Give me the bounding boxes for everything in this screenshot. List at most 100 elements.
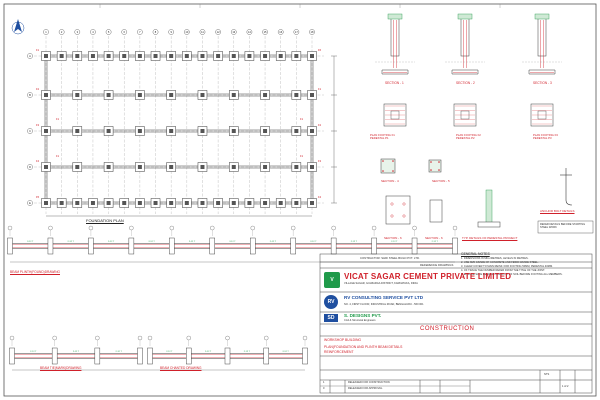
pedestal (263, 93, 268, 97)
beam-callout: 2-12 T (391, 241, 398, 243)
footing-mark: F1 (318, 87, 322, 91)
rebar-dot (382, 160, 384, 162)
support-column (88, 237, 94, 255)
reference-drawings-header: REFERENCE DRAWINGS (420, 263, 454, 267)
beam-callout: 2-12 T (148, 241, 155, 243)
pedestal-section (537, 17, 547, 57)
footing-mark: F4 (36, 159, 40, 163)
rebar-dot (438, 169, 440, 171)
support-column (51, 347, 58, 365)
pedestal (263, 129, 268, 133)
note-line: 4. OF TRACE THE NUMBER REFER FROM THE TI… (461, 269, 546, 273)
grid-bubble (184, 29, 190, 35)
anchor-bolt (402, 214, 406, 218)
footing-mark: F1 (56, 154, 60, 158)
pedestal (122, 54, 127, 58)
grid-label: 17 (295, 30, 298, 34)
pedestal (200, 129, 205, 133)
general-notes-title: GENERAL NOTES (461, 252, 490, 256)
grid-label: 10 (185, 30, 188, 34)
pedestal (75, 129, 80, 133)
grid-label: 15 (264, 30, 267, 34)
anchor-bolt (390, 202, 394, 206)
note-line: 2. USE M25 GRADE OF CONCRETE AND FE500 G… (461, 261, 539, 265)
footing-mark: F1 (300, 154, 304, 158)
beam-callout: 2-12 T (108, 241, 115, 243)
grid-bubble (291, 225, 296, 231)
pedestal (90, 201, 95, 205)
pedestal (59, 54, 64, 58)
pedestal (294, 129, 299, 133)
pedestal (153, 54, 158, 58)
grid-bubble (137, 29, 143, 35)
pedestal (137, 129, 142, 133)
pedestal (200, 93, 205, 97)
north-arrow-icon (11, 19, 25, 35)
pedestal (294, 54, 299, 58)
grid-bubble (186, 335, 191, 341)
pedestal (75, 201, 80, 205)
pedestal (169, 129, 174, 133)
grid-label: 5 (108, 30, 110, 34)
section-4-label: SECTION - 4 (381, 179, 399, 183)
support-column (330, 237, 337, 255)
support-column (169, 237, 175, 255)
pedestal (278, 54, 283, 58)
beam-callout: 2-12 T (229, 241, 236, 243)
pedestal (216, 201, 221, 205)
section-details (375, 13, 594, 234)
pedestal (44, 93, 48, 97)
grid-bubble (121, 29, 128, 35)
beam-callout: 2-12 T (189, 241, 196, 243)
pedestal (310, 201, 314, 205)
designer-logo-icon: SD (324, 314, 338, 322)
sheet-number: 1 of 2 (562, 385, 569, 388)
pedestal (106, 54, 111, 58)
designer-name: S. DESIGNS PVT. (344, 313, 382, 318)
footing-mark: F3 (36, 123, 40, 127)
grid-bubble (52, 335, 57, 341)
pedestal (153, 201, 158, 205)
grid-bubble (105, 29, 112, 35)
pedestal (90, 54, 95, 58)
pedestal (200, 201, 205, 205)
grid-bubble (230, 29, 237, 35)
support-column (411, 237, 418, 255)
footing-mark: F1 (300, 117, 304, 121)
grid-bubble (264, 335, 269, 341)
rebar-dot (430, 169, 432, 171)
grid-bubble (88, 225, 94, 231)
pedestal (75, 93, 80, 97)
beam-callout: 2-12 T (282, 351, 289, 353)
anchor-bolt (402, 202, 406, 206)
section-6-label: SECTION - 6 (384, 236, 402, 240)
footing-section (451, 69, 479, 75)
beam-callout: 2-12 T (116, 351, 123, 353)
pedestal (310, 93, 314, 97)
beam-tie-title: BEAM TIE(MARK)DRAWING (40, 366, 82, 370)
pedestal (184, 201, 189, 205)
pedestal (75, 54, 80, 58)
pedestal (106, 129, 111, 133)
grid-bubble (27, 53, 33, 59)
rebar-dot (438, 161, 440, 163)
support-column (137, 347, 143, 365)
grid-bubble (293, 29, 300, 35)
grid-bubble (199, 29, 206, 35)
beam-callout: 2-12 T (166, 351, 173, 353)
beam-callout: 2-12 T (351, 241, 358, 243)
grid-bubble (168, 29, 174, 35)
footing-mark: F4 (318, 195, 322, 199)
footing-mark: F1 (56, 117, 60, 121)
support-column (263, 347, 269, 365)
pedestal-elev (429, 199, 443, 223)
footing-mark: F1 (36, 48, 40, 52)
grid-bubble (137, 335, 143, 341)
grid-label: D (29, 165, 31, 169)
grid-bubble (169, 225, 174, 231)
beam-callout: 2-12 T (30, 351, 37, 353)
section-5-label: SECTION - 5 (432, 179, 450, 183)
section-1-label: SECTION - 1 (385, 81, 404, 85)
pedestal (44, 201, 48, 205)
anchor-bolt-title: ANCHOR BOLT DETAILS (540, 209, 575, 213)
